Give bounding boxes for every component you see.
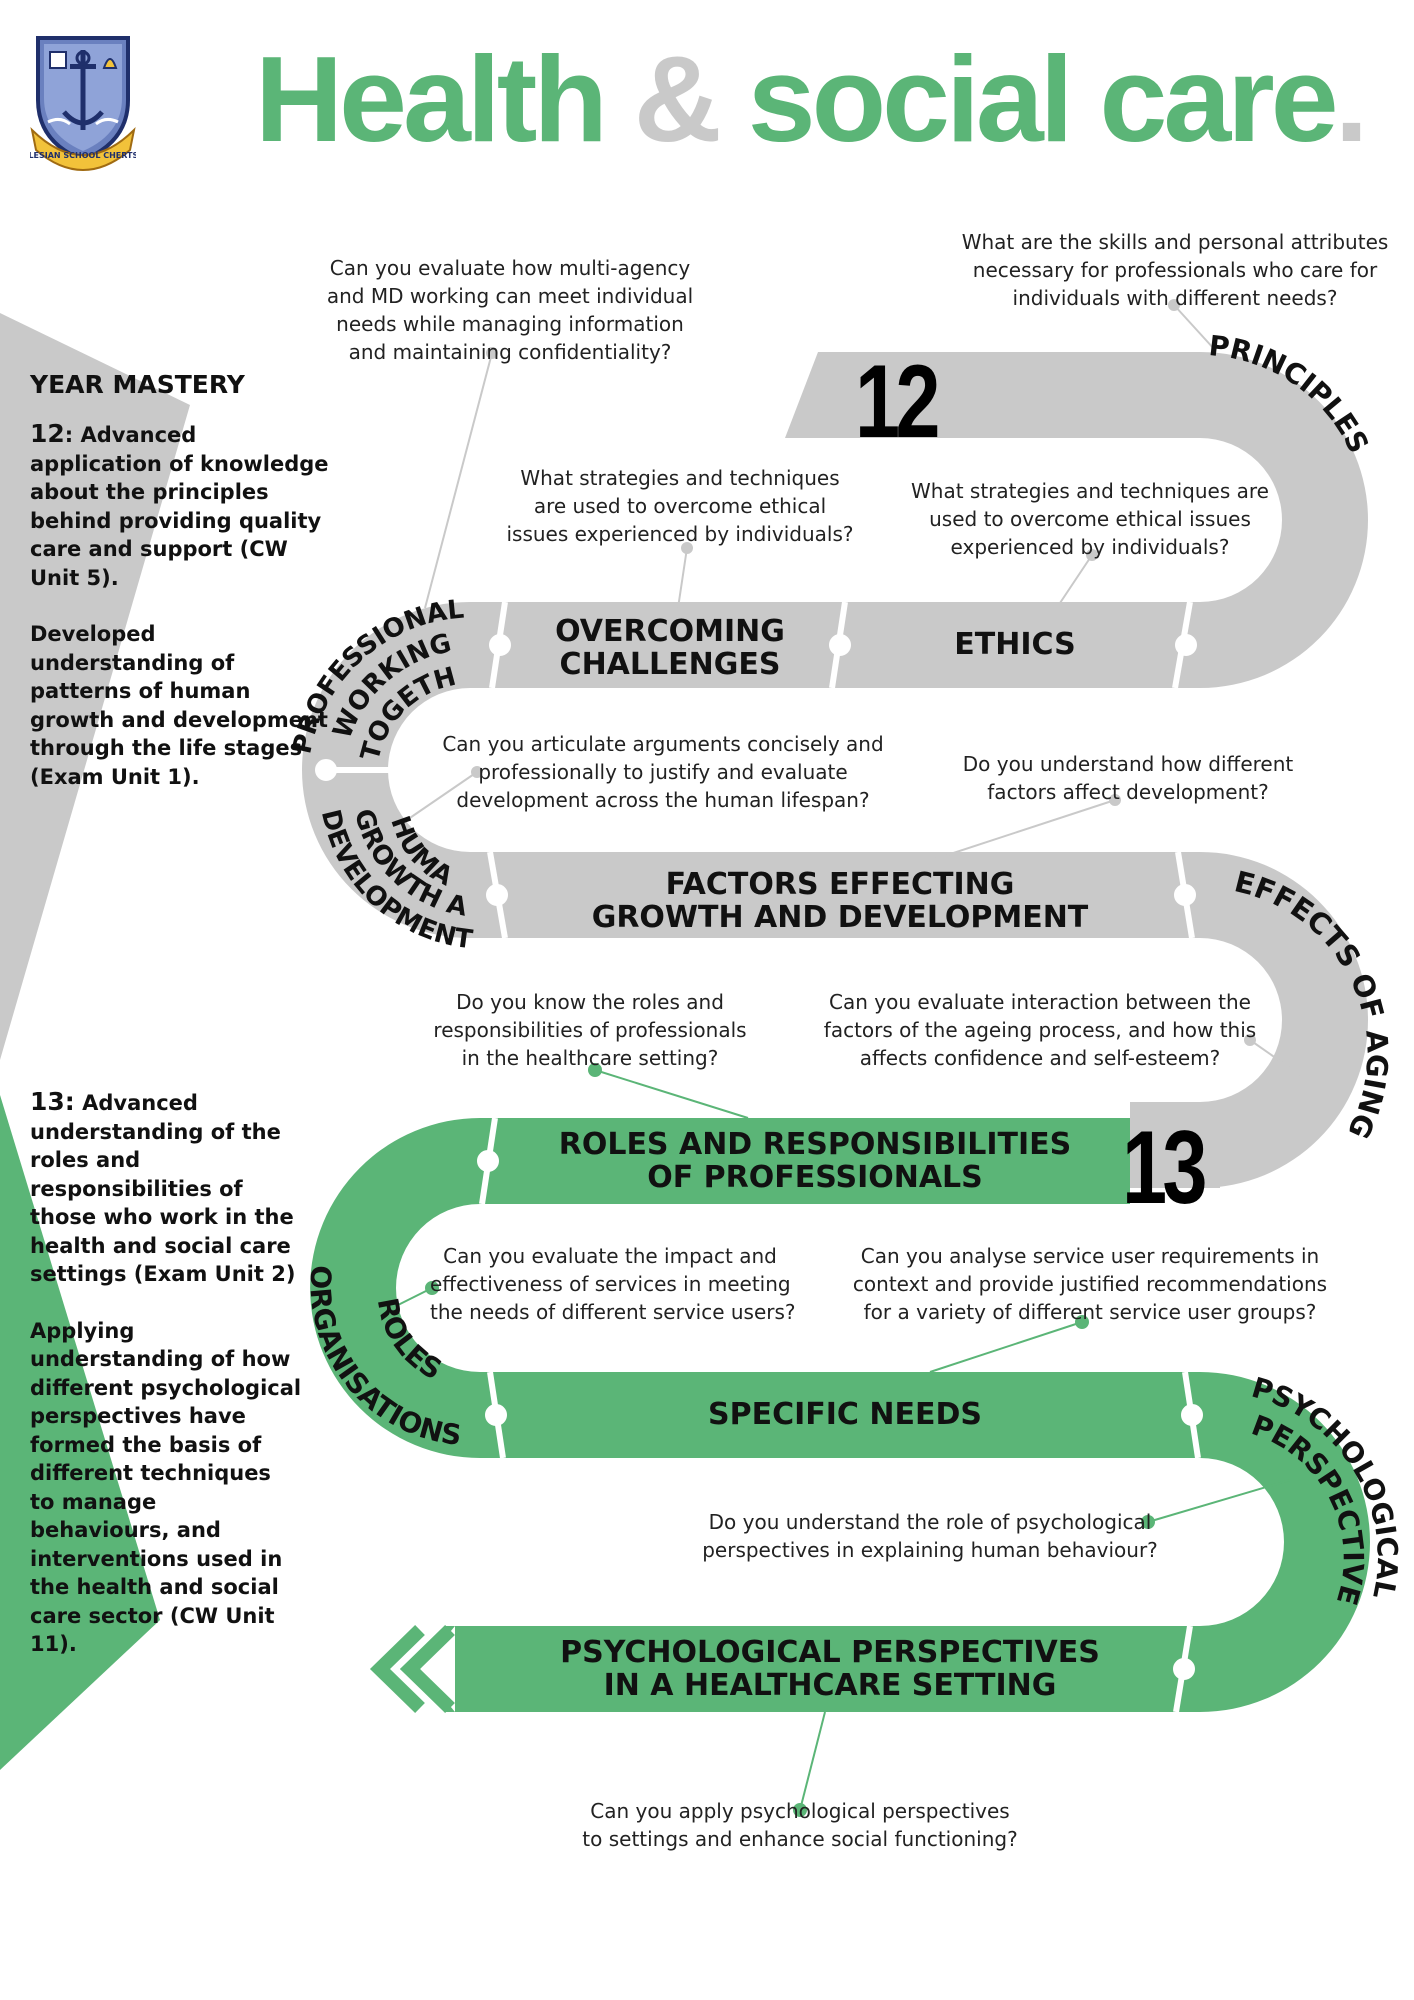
question-roles-professionals: Do you know the roles and responsibilitie… <box>430 988 750 1072</box>
q11-line1: Do you understand the role of psychologi… <box>708 1510 1152 1534</box>
green-road <box>310 1118 1370 1712</box>
question-ageing-process: Can you evaluate interaction between the… <box>820 988 1260 1072</box>
year12-paragraph-1: : Advanced application of knowledge abou… <box>30 423 329 590</box>
year-13-marker: 13 <box>1122 1110 1208 1226</box>
q9-line2: effectiveness of services in meeting <box>430 1272 791 1296</box>
q3-line2: are used to overcome ethical <box>533 494 827 518</box>
school-crest-logo: SALESIAN SCHOOL CHERTSEY <box>30 36 136 171</box>
q12-line1: Can you apply psychological perspectives <box>590 1799 1010 1823</box>
year13-description: 13: Advanced understanding of the roles … <box>30 1087 302 1687</box>
label-ethics: ETHICS <box>954 627 1076 662</box>
q9-line3: the needs of different service users? <box>430 1300 796 1324</box>
q4-line1: What strategies and techniques are <box>911 479 1269 503</box>
question-service-user-requirements: Can you analyse service user requirement… <box>850 1242 1330 1326</box>
q12-line2: to settings and enhance social functioni… <box>582 1827 1018 1851</box>
year13-paragraph-1: Advanced understanding of the roles and … <box>30 1091 296 1286</box>
q3-line1: What strategies and techniques <box>520 466 840 490</box>
q1-line1: What are the skills and personal attribu… <box>961 230 1389 254</box>
q5-line1: Can you articulate arguments concisely a… <box>442 732 884 756</box>
year12-number: 12 <box>30 419 65 448</box>
q2-line1: Can you evaluate how multi-agency <box>329 256 691 280</box>
label-factors-line2: GROWTH AND DEVELOPMENT <box>591 900 1089 935</box>
q10-line3: for a variety of different service user … <box>863 1300 1317 1324</box>
label-overcoming-line1: OVERCOMING <box>555 614 785 649</box>
q8-line2: factors of the ageing process, and how t… <box>823 1018 1257 1042</box>
road-separators <box>315 601 1203 1713</box>
q1-line3: individuals with different needs? <box>1012 286 1338 310</box>
label-psyset-line1: PSYCHOLOGICAL PERSPECTIVES <box>560 1635 1100 1670</box>
q2-line2: and MD working can meet individual <box>326 284 694 308</box>
question-service-effectiveness: Can you evaluate the impact and effective… <box>430 1242 796 1326</box>
q9-line1: Can you evaluate the impact and <box>443 1244 777 1268</box>
title-dot: . <box>1334 31 1369 167</box>
connector-lines <box>384 299 1301 1076</box>
question-multi-agency: Can you evaluate how multi-agency and MD … <box>310 254 710 366</box>
q4-line2: used to overcome ethical issues <box>929 507 1251 531</box>
q8-line3: affects confidence and self-esteem? <box>859 1046 1221 1070</box>
left-green-triangle <box>0 1095 160 1770</box>
label-overcoming-line2: CHALLENGES <box>559 647 781 682</box>
year12-paragraph-2: Developed understanding of patterns of h… <box>30 622 328 789</box>
question-apply-perspectives: Can you apply psychological perspectives… <box>580 1797 1020 1853</box>
q8-line1: Can you evaluate interaction between the <box>829 990 1251 1014</box>
connector-lines-green <box>397 1063 1291 1817</box>
year13-number: 13: <box>30 1087 75 1116</box>
q10-line1: Can you analyse service user requirement… <box>860 1244 1320 1268</box>
chevron-arrows <box>369 1624 455 1714</box>
left-grey-triangle <box>0 313 190 1060</box>
year12-description: 12: Advanced application of knowledge ab… <box>30 419 330 819</box>
q6-line1: Do you understand how different <box>962 752 1294 776</box>
title-ampersand: & <box>633 31 722 167</box>
q11-line2: perspectives in explaining human behavio… <box>702 1538 1158 1562</box>
label-specific-needs: SPECIFIC NEEDS <box>708 1397 982 1432</box>
q2-line3: needs while managing information <box>336 312 684 336</box>
q7-line2: responsibilities of professionals <box>433 1018 747 1042</box>
q4-line3: experienced by individuals? <box>950 535 1230 559</box>
q7-line1: Do you know the roles and <box>456 990 724 1014</box>
q5-line3: development across the human lifespan? <box>456 788 870 812</box>
year-mastery-heading: YEAR MASTERY <box>30 370 245 399</box>
year13-paragraph-2: Applying understanding of how different … <box>30 1318 302 1657</box>
title-word-health: Health <box>255 31 608 167</box>
q7-line3: in the healthcare setting? <box>461 1046 719 1070</box>
q1-line2: necessary for professionals who care for <box>972 258 1378 282</box>
question-psychological-role: Do you understand the role of psychologi… <box>700 1508 1160 1564</box>
q5-line2: professionally to justify and evaluate <box>478 760 848 784</box>
question-skills-attributes: What are the skills and personal attribu… <box>960 228 1390 312</box>
question-articulate-arguments: Can you articulate arguments concisely a… <box>438 730 888 814</box>
question-ethical-strategies-2: What strategies and techniques are used t… <box>910 477 1270 561</box>
q6-line2: factors affect development? <box>987 780 1269 804</box>
title-social-care: social care <box>747 31 1339 167</box>
grey-road <box>302 352 1368 1188</box>
label-factors-line1: FACTORS EFFECTING <box>665 867 1015 902</box>
q3-line3: issues experienced by individuals? <box>506 522 854 546</box>
year-12-marker: 12 <box>855 344 941 460</box>
question-ethical-strategies-1: What strategies and techniques are used t… <box>500 464 860 548</box>
logo-ribbon-text: SALESIAN SCHOOL CHERTSEY <box>30 151 136 160</box>
q10-line2: context and provide justified recommenda… <box>852 1272 1328 1296</box>
label-roles-line1: ROLES AND RESPONSIBILITIES <box>558 1127 1072 1162</box>
q2-line4: and maintaining confidentiality? <box>348 340 672 364</box>
label-roles-line2: OF PROFESSIONALS <box>647 1160 983 1195</box>
label-psyset-line2: IN A HEALTHCARE SETTING <box>603 1668 1057 1703</box>
page-title: Health & social care. <box>255 38 1368 160</box>
question-factors-development: Do you understand how different factors a… <box>948 750 1308 806</box>
